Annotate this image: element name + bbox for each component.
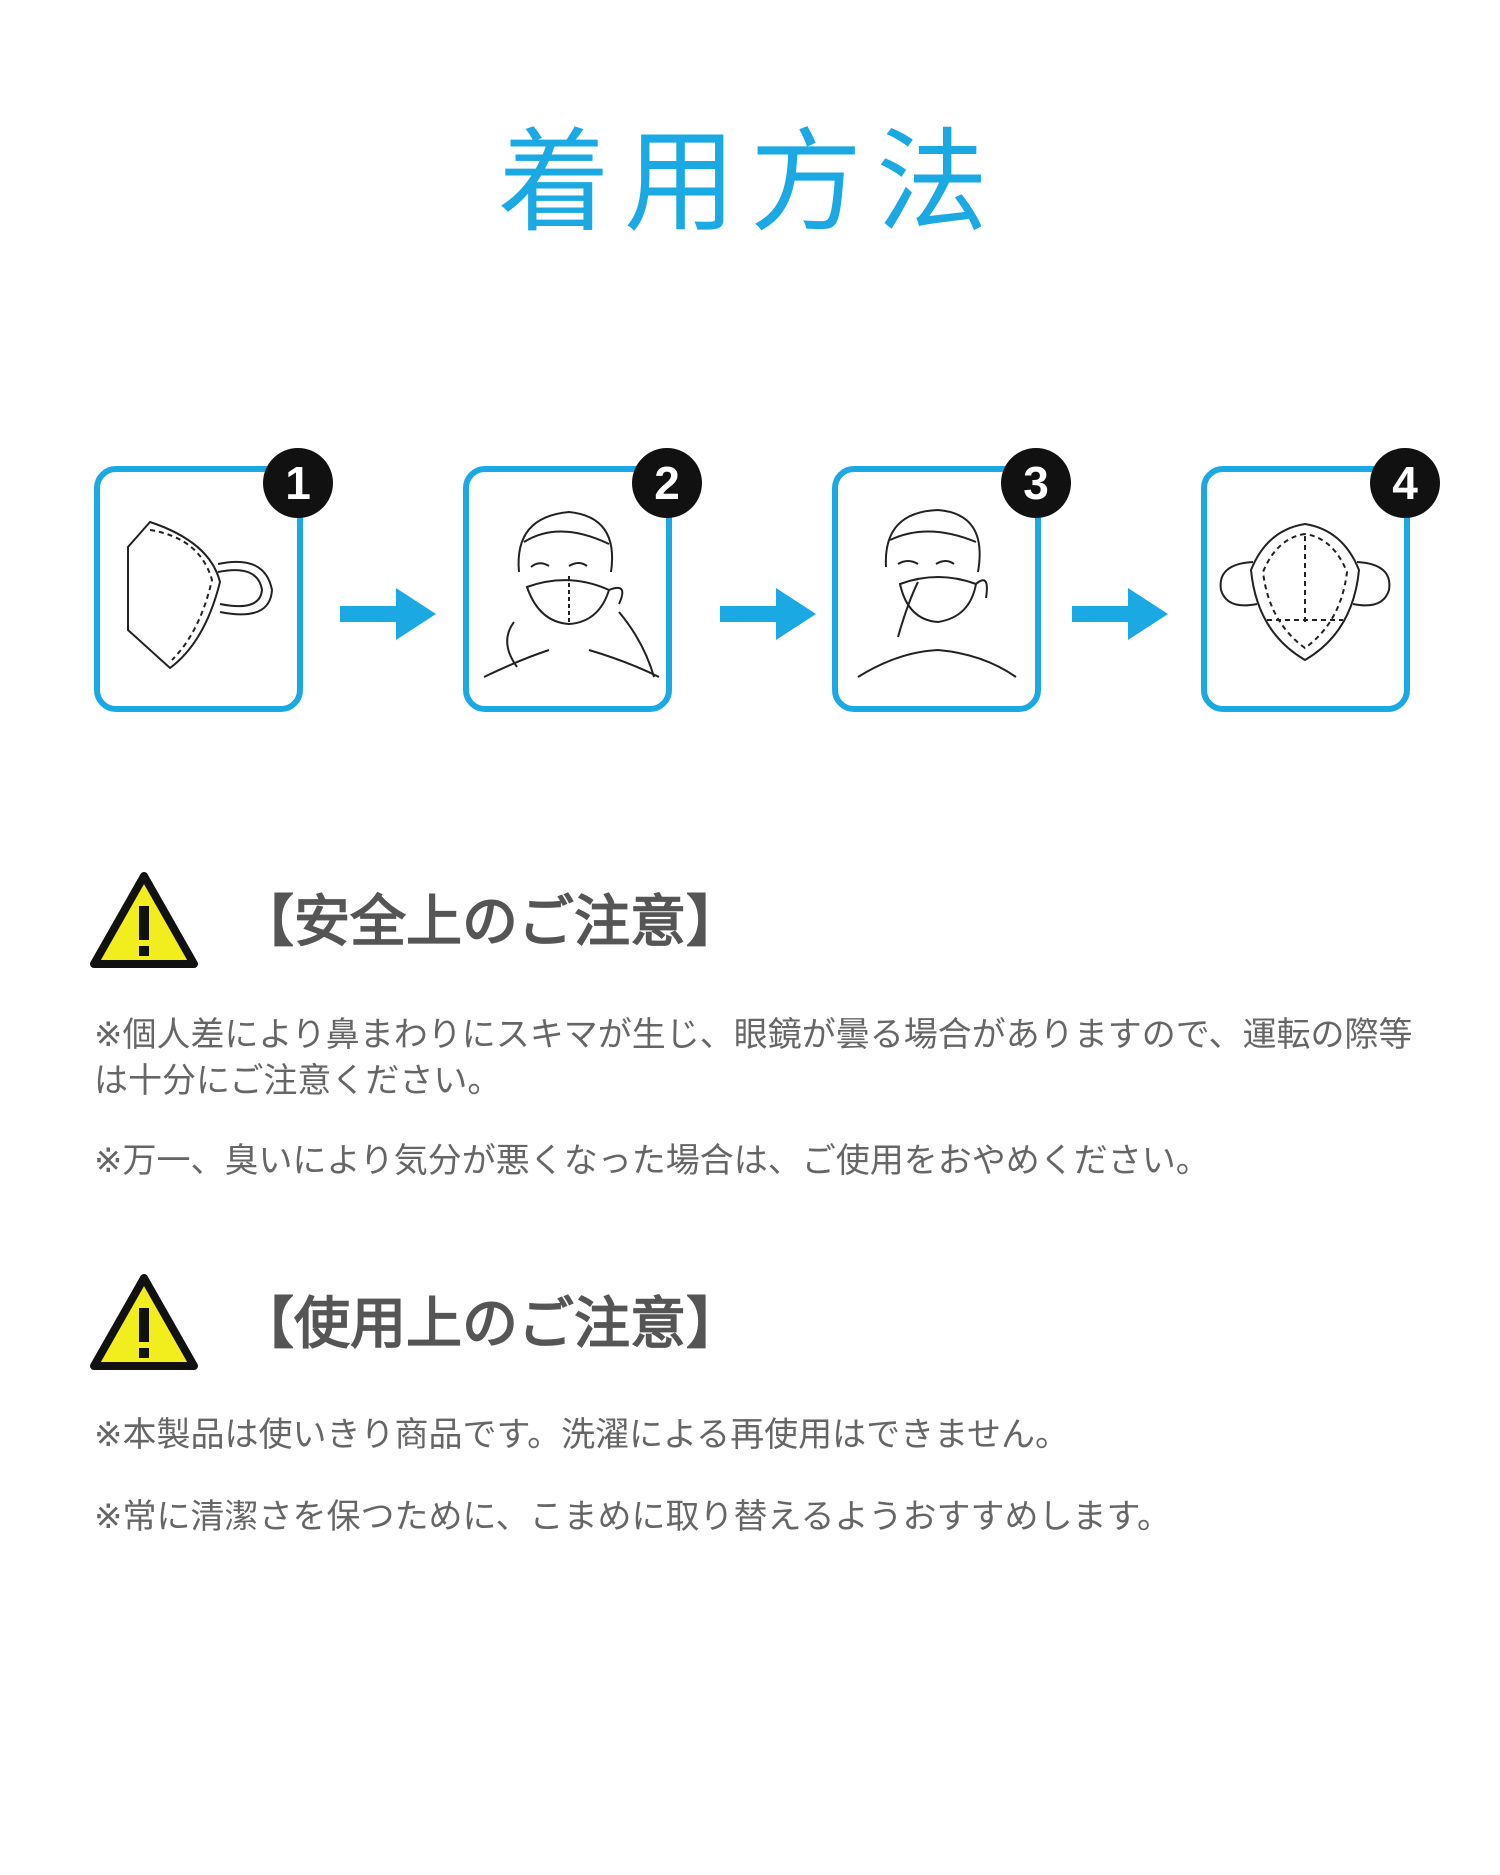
wearing-steps: 1 2 xyxy=(0,0,1500,760)
step-4-card: 4 xyxy=(1201,448,1440,712)
person-adjusting-nose-icon xyxy=(857,508,1017,678)
step-badge: 1 xyxy=(263,448,333,518)
safety-title: 【安全上のご注意】 xyxy=(238,890,742,955)
warning-icon xyxy=(90,872,198,968)
usage-note-2: ※常に清潔さを保つために、こまめに取り替えるようおすすめします。 xyxy=(94,1497,1172,1537)
safety-note-2: ※万一、臭いにより気分が悪くなった場合は、ご使用をおやめください。 xyxy=(94,1141,1210,1181)
arrow-right-icon xyxy=(340,588,436,640)
usage-heading: 【使用上のご注意】 xyxy=(88,1272,1388,1382)
step-badge: 4 xyxy=(1370,448,1440,518)
page-title: 着用方法 xyxy=(498,118,1002,248)
step-2-card: 2 xyxy=(463,448,702,712)
person-putting-on-mask-icon xyxy=(483,510,660,678)
open-mask-icon xyxy=(1219,522,1391,662)
safety-note-1: ※個人差により鼻まわりにスキマが生じ、眼鏡が曇る場合がありますので、運転の際等は… xyxy=(94,1015,1413,1101)
folded-mask-icon xyxy=(127,520,274,670)
usage-note-1: ※本製品は使いきり商品です。洗濯による再使用はできません。 xyxy=(94,1415,1070,1455)
warning-icon xyxy=(90,1274,198,1370)
usage-title: 【使用上のご注意】 xyxy=(238,1292,742,1357)
step-3-card: 3 xyxy=(832,448,1071,712)
step-1-card: 1 xyxy=(94,448,333,712)
safety-heading: 【安全上のご注意】 xyxy=(88,870,1388,980)
step-badge: 3 xyxy=(1001,448,1071,518)
step-badge: 2 xyxy=(632,448,702,518)
arrow-right-icon xyxy=(1072,588,1168,640)
arrow-right-icon xyxy=(720,588,816,640)
